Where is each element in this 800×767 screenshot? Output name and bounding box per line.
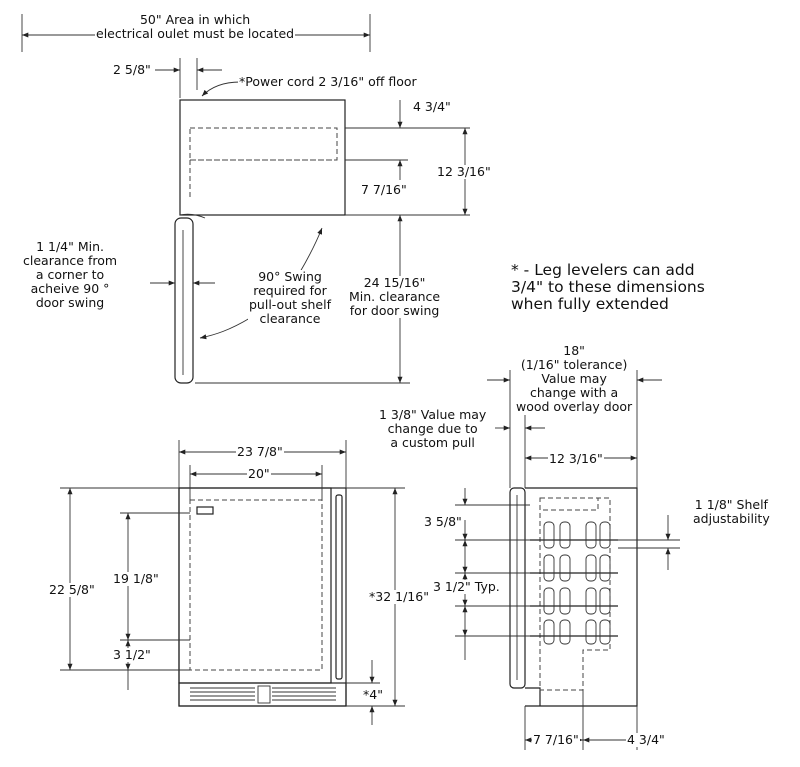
outlet-area-label: 50" Area in which electrical oulet must … — [95, 12, 296, 41]
dim-7-7-16-bottom-label: 7 7/16" — [532, 732, 580, 747]
swing-note-label: 90° Swing required for pull-out shelf cl… — [248, 269, 332, 326]
corner-clearance-label: 1 1/4" Min. clearance from a corner to a… — [22, 239, 119, 310]
dim-4-3-4-top-label: 4 3/4" — [412, 99, 452, 114]
side-view — [455, 370, 680, 750]
power-cord-label: *Power cord 2 3/16" off floor — [238, 74, 418, 89]
leg-leveler-note: * - Leg levelers can add 3/4" to these d… — [511, 261, 705, 313]
pull-note-label: 1 3/8" Value may change due to a custom … — [378, 407, 488, 450]
dim-23-7-8-label: 23 7/8" — [236, 444, 284, 459]
dim-19-1-8-label: 19 1/8" — [112, 571, 160, 586]
dim-32-1-16-label: *32 1/16" — [368, 589, 430, 604]
shelf-adjust-label: 1 1/8" Shelf adjustability — [692, 497, 771, 526]
dim-3-1-2-typ-label: 3 1/2" Typ. — [432, 579, 501, 594]
dim-4-front-label: *4" — [362, 687, 384, 702]
dim-12-3-16-side-label: 12 3/16" — [548, 451, 604, 466]
dim-3-5-8-label: 3 5/8" — [423, 514, 463, 529]
dim-3-1-2-front-label: 3 1/2" — [112, 647, 152, 662]
cord-offset-label: 2 5/8" — [112, 62, 152, 77]
door-swing-dim-label: 24 15/16" Min. clearance for door swing — [348, 275, 442, 318]
dim-22-5-8-label: 22 5/8" — [48, 582, 96, 597]
dim-4-3-4-bottom-label: 4 3/4" — [626, 732, 666, 747]
dim-7-7-16-top-label: 7 7/16" — [360, 182, 408, 197]
dim-18-label: 18" (1/16" tolerance) Value may change w… — [515, 343, 634, 414]
top-view — [21, 14, 470, 384]
dim-12-3-16-top-label: 12 3/16" — [436, 164, 492, 179]
dim-20-label: 20" — [247, 466, 271, 481]
